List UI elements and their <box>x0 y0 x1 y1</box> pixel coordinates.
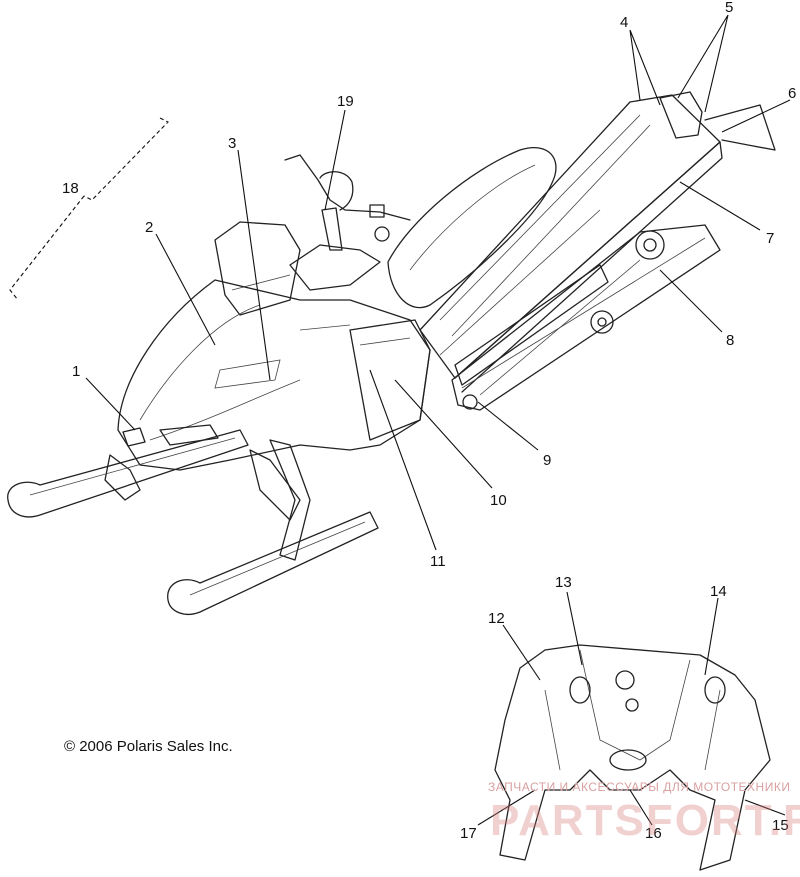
callout-labels: 1 2 3 4 5 6 7 8 9 10 11 12 13 14 15 16 1… <box>62 0 796 842</box>
callout-18-bracket <box>9 117 169 301</box>
watermark-logo: PARTSFORT.RU <box>490 796 800 845</box>
seat <box>387 146 557 309</box>
callout-9: 9 <box>543 452 551 469</box>
callout-10: 10 <box>490 492 507 509</box>
callout-17: 17 <box>460 825 477 842</box>
callout-1: 1 <box>72 363 80 380</box>
left-ski <box>7 429 249 518</box>
leader-lines <box>85 14 791 826</box>
callout-13: 13 <box>555 574 572 591</box>
callout-5: 5 <box>725 0 733 16</box>
watermark-tagline: ЗАПЧАСТИ И АКСЕССУАРЫ ДЛЯ МОТОТЕХНИКИ <box>488 780 791 794</box>
track-suspension <box>451 224 721 411</box>
right-ski <box>167 511 379 615</box>
callout-11: 11 <box>430 553 446 570</box>
callout-12: 12 <box>488 610 505 627</box>
front-suspension <box>104 439 311 561</box>
callout-18: 18 <box>62 180 79 197</box>
callout-14: 14 <box>710 583 727 600</box>
callout-15: 15 <box>772 817 789 834</box>
copyright-text: © 2006 Polaris Sales Inc. <box>64 738 233 755</box>
inner-panel <box>494 644 771 871</box>
callout-4: 4 <box>620 14 628 31</box>
callout-3: 3 <box>228 135 236 152</box>
callout-6: 6 <box>788 85 796 102</box>
callout-19: 19 <box>337 93 354 110</box>
callout-2: 2 <box>145 219 153 236</box>
hood-body <box>117 221 431 471</box>
callout-8: 8 <box>726 332 734 349</box>
handlebars <box>284 154 411 291</box>
tunnel <box>419 91 776 393</box>
callout-7: 7 <box>766 230 774 247</box>
callout-16: 16 <box>645 825 662 842</box>
